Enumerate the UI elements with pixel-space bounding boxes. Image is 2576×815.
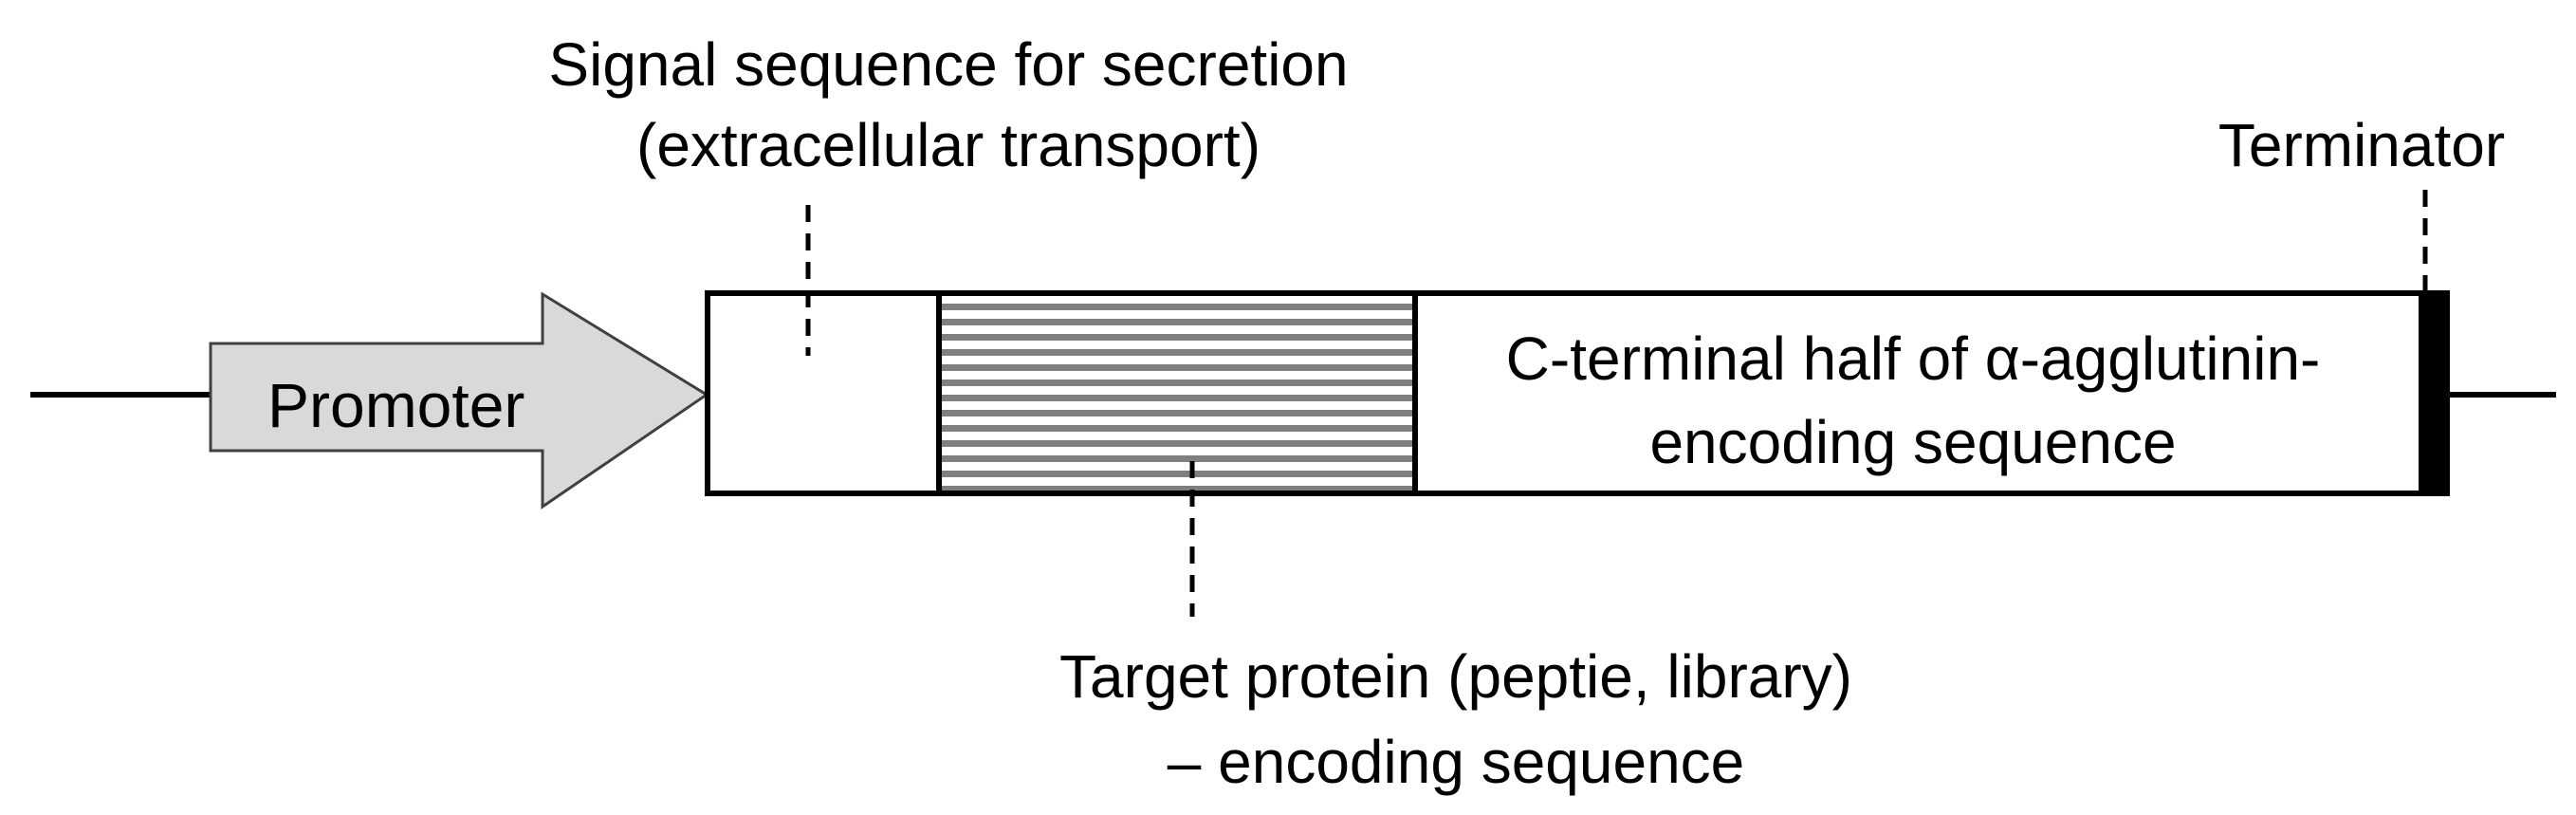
promoter-label: Promoter: [267, 370, 524, 440]
terminator-block: [2419, 293, 2447, 493]
construct-outline: [705, 290, 2450, 496]
target-protein-hatched-box: [939, 293, 1415, 493]
terminator-label: Terminator: [2218, 111, 2505, 179]
agglutinin-box: [1415, 293, 2419, 493]
target-label-line2: – encoding sequence: [1168, 728, 1745, 796]
target-label-line1: Target protein (peptie, library): [1059, 642, 1852, 711]
agglutinin-label-line2: encoding sequence: [1649, 408, 2176, 476]
agglutinin-label-line1: C-terminal half of α-agglutinin-: [1506, 324, 2321, 393]
signal-label-line2: (extracellular transport): [636, 111, 1260, 179]
signal-label-line1: Signal sequence for secretion: [548, 30, 1348, 99]
signal-sequence-box: [708, 293, 939, 493]
promoter-arrow: [209, 291, 709, 509]
